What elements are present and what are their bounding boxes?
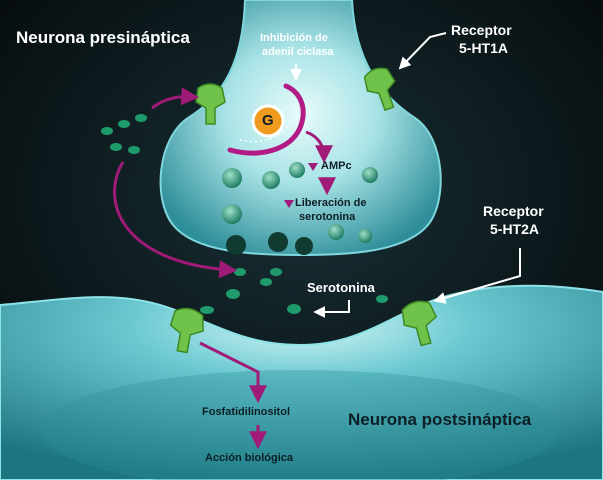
vesicle <box>222 204 242 224</box>
receptor-5ht2a-label-line1: Receptor <box>483 203 544 219</box>
pathway-arrows <box>113 87 336 450</box>
phosphatidylinositol-label: Fosfatidilinositol <box>202 406 290 418</box>
ampc-down-arrow <box>308 163 318 171</box>
receptor-5ht2a-label-line2: 5-HT2A <box>490 221 540 237</box>
serotonin-label: Serotonina <box>307 280 375 295</box>
ampc-label: AMPc <box>321 160 352 172</box>
release-down-arrow <box>284 200 294 208</box>
inhibition-label-line1: Inhibición de <box>260 32 328 44</box>
vesicle <box>362 167 378 183</box>
receptor-5ht2a-left <box>169 307 204 354</box>
serotonin-molecules <box>101 114 388 314</box>
release-label-line1: Liberación de <box>295 197 367 209</box>
receptor-5ht1a-label-line2: 5-HT1A <box>459 40 509 56</box>
postsynaptic-neuron <box>0 284 603 480</box>
vesicle <box>226 235 246 255</box>
receptor-5ht1a-label-line1: Receptor <box>451 22 512 38</box>
release-label-line2: serotonina <box>299 211 356 223</box>
presynaptic-neuron-label: Neurona presináptica <box>16 28 190 47</box>
receptor-5ht1a-right <box>363 67 396 112</box>
vesicle <box>262 171 280 189</box>
biological-action-label: Acción biológica <box>205 452 294 464</box>
receptor-5ht2a-right <box>401 300 438 347</box>
vesicle <box>222 168 242 188</box>
vesicle <box>358 229 372 243</box>
receptor-5ht1a-left <box>195 83 226 125</box>
vesicle-group <box>222 162 378 255</box>
vesicle <box>328 224 344 240</box>
adenyl-cyclase-strand <box>227 83 306 156</box>
vesicle <box>295 237 313 255</box>
label-leaders <box>290 32 521 318</box>
vesicle <box>268 232 288 252</box>
postsynaptic-neuron-label: Neurona postsináptica <box>348 410 532 429</box>
vesicle <box>289 162 305 178</box>
g-protein-label: G <box>262 112 274 129</box>
g-protein <box>251 104 285 138</box>
inhibition-label-line2: adenil ciclasa <box>262 46 334 58</box>
